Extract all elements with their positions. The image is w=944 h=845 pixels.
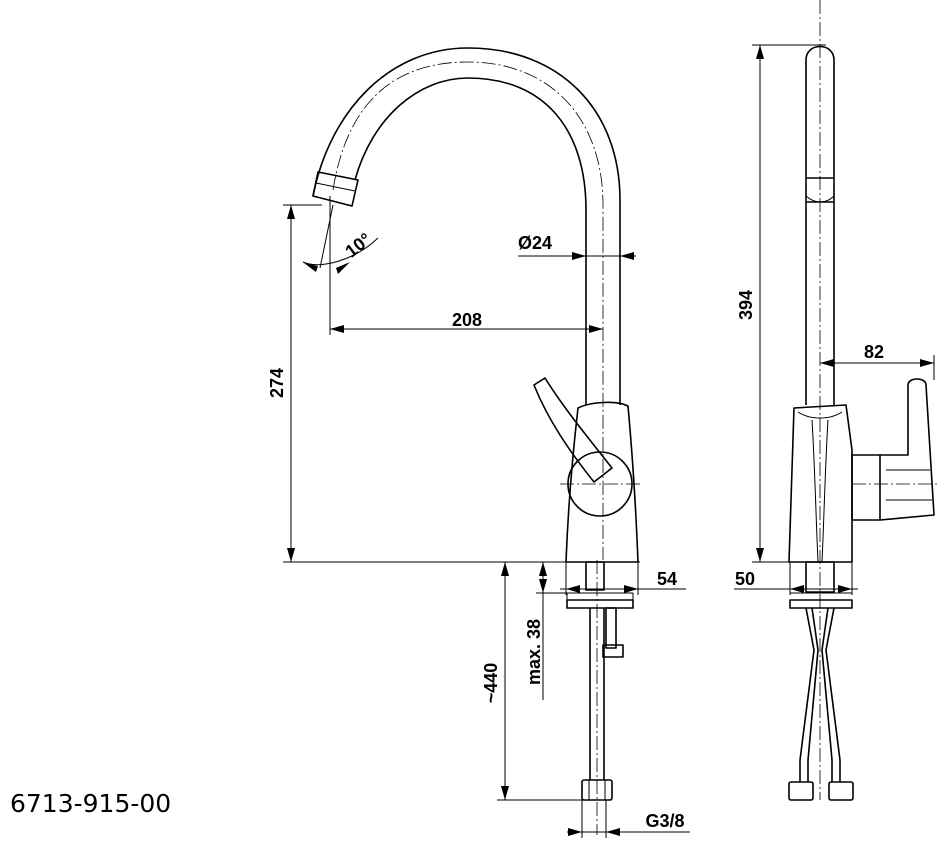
dim-base-54: 54 — [657, 569, 677, 589]
product-code: 6713-915-00 — [10, 789, 171, 818]
side-handle — [851, 454, 881, 521]
lever-handle — [533, 377, 613, 483]
side-body — [788, 404, 853, 563]
spout-inner-contour — [354, 77, 587, 405]
dim-thread-g38: G3/8 — [645, 811, 684, 831]
side-nut-right — [828, 781, 854, 801]
dim-hose-440: ~440 — [481, 663, 501, 704]
mounting-plate — [566, 599, 634, 609]
dim-depth-82: 82 — [864, 342, 884, 362]
dim-reach-208: 208 — [452, 310, 482, 330]
dim-height-274: 274 — [267, 368, 287, 398]
hose-nut — [581, 779, 613, 801]
side-view — [788, 0, 940, 801]
side-spout — [805, 45, 835, 405]
dim-side-50: 50 — [735, 569, 755, 589]
dim-diameter-24: Ø24 — [518, 233, 552, 253]
dim-max-38: max. 38 — [524, 619, 544, 685]
side-nut-left — [788, 781, 814, 801]
front-dimensions: 274 10° 208 Ø24 54 max. 38 — [267, 196, 690, 838]
dim-total-394: 394 — [736, 290, 756, 320]
faucet-body — [565, 401, 639, 563]
aerator-nozzle — [312, 171, 359, 207]
side-dimensions: 394 82 50 — [734, 44, 935, 595]
dim-angle-10: 10° — [341, 229, 375, 262]
spout-outer-contour — [312, 47, 621, 405]
front-view — [283, 47, 640, 835]
